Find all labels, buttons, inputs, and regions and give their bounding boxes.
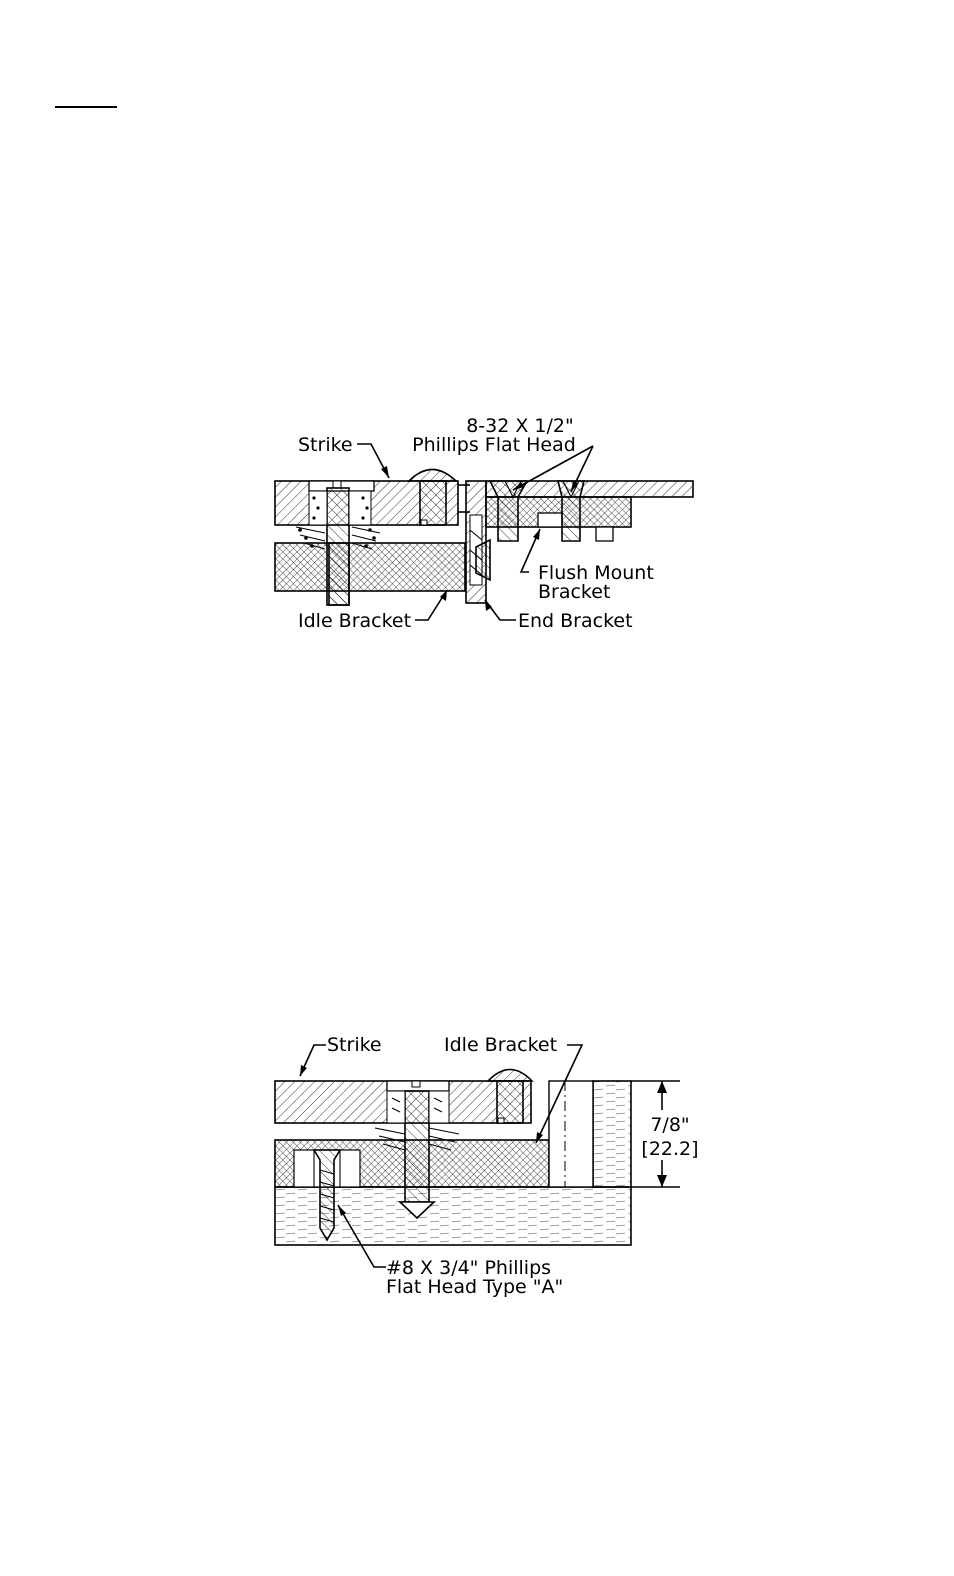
dimension-arrowheads (657, 1081, 667, 1187)
strike-label-2: Strike (327, 1034, 382, 1056)
round-head-screw-body (419, 480, 447, 526)
screw-tip-marker (420, 519, 428, 526)
wood-screw (312, 1149, 342, 1242)
screw-size-label: 8-32 X 1/2" (466, 415, 574, 437)
end-bracket-label: End Bracket (518, 610, 633, 632)
clearance-block (548, 1080, 594, 1188)
figure-2-arrowheads (300, 1065, 543, 1216)
screw-2-countersink (562, 480, 580, 499)
dimension-metric: [22.2] (641, 1138, 698, 1160)
figure-1-arrowheads (381, 466, 578, 611)
flush-mount-notch (537, 512, 563, 528)
end-bracket-screw (475, 538, 491, 582)
center-screw-slot-2 (411, 1080, 421, 1088)
right-spring-pocket (348, 490, 372, 526)
center-screw-tip (397, 1201, 437, 1220)
flush-mount-nub (595, 526, 614, 542)
screw-tip-marker-2 (497, 1117, 505, 1124)
left-spring-pocket-2 (386, 1090, 406, 1124)
figure-2-surface-mount-assembly: 7/8" [22.2] Strike Idle Bracket #8 X 3/4… (274, 1034, 699, 1298)
figure-2-leaders (299, 1044, 584, 1268)
wood-side-column (592, 1080, 632, 1188)
idle-bracket-label: Idle Bracket (298, 610, 411, 632)
round-head-screw-body-2 (496, 1080, 524, 1124)
round-head-screw-cap-2 (486, 1068, 534, 1082)
center-screw-shank (328, 542, 350, 606)
right-spring-pocket-2 (428, 1090, 450, 1124)
wood-screw-thread (319, 1169, 335, 1223)
flush-mount-label-line2: Bracket (538, 581, 610, 603)
strike-screw-slot (332, 480, 342, 489)
flat-head-screw-2 (556, 480, 586, 542)
figure-1-flush-mount-assembly: 8-32 X 1/2" Phillips Flat Head Strike Fl… (274, 415, 694, 632)
round-head-screw-cap (407, 468, 458, 482)
wood-screw-label-line1: #8 X 3/4" Phillips (386, 1257, 551, 1279)
wood-screw-label-line2: Flat Head Type "A" (386, 1276, 563, 1298)
center-screw-2 (404, 1090, 430, 1203)
idle-bracket-label-2: Idle Bracket (444, 1034, 557, 1056)
idle-bracket-part (274, 542, 466, 592)
flush-mount-label-line1: Flush Mount (538, 562, 654, 584)
springs-2 (374, 1097, 460, 1151)
dimension-imperial: 7/8" (650, 1114, 689, 1136)
screw-type-label: Phillips Flat Head (412, 434, 576, 456)
strike-label: Strike (298, 434, 353, 456)
